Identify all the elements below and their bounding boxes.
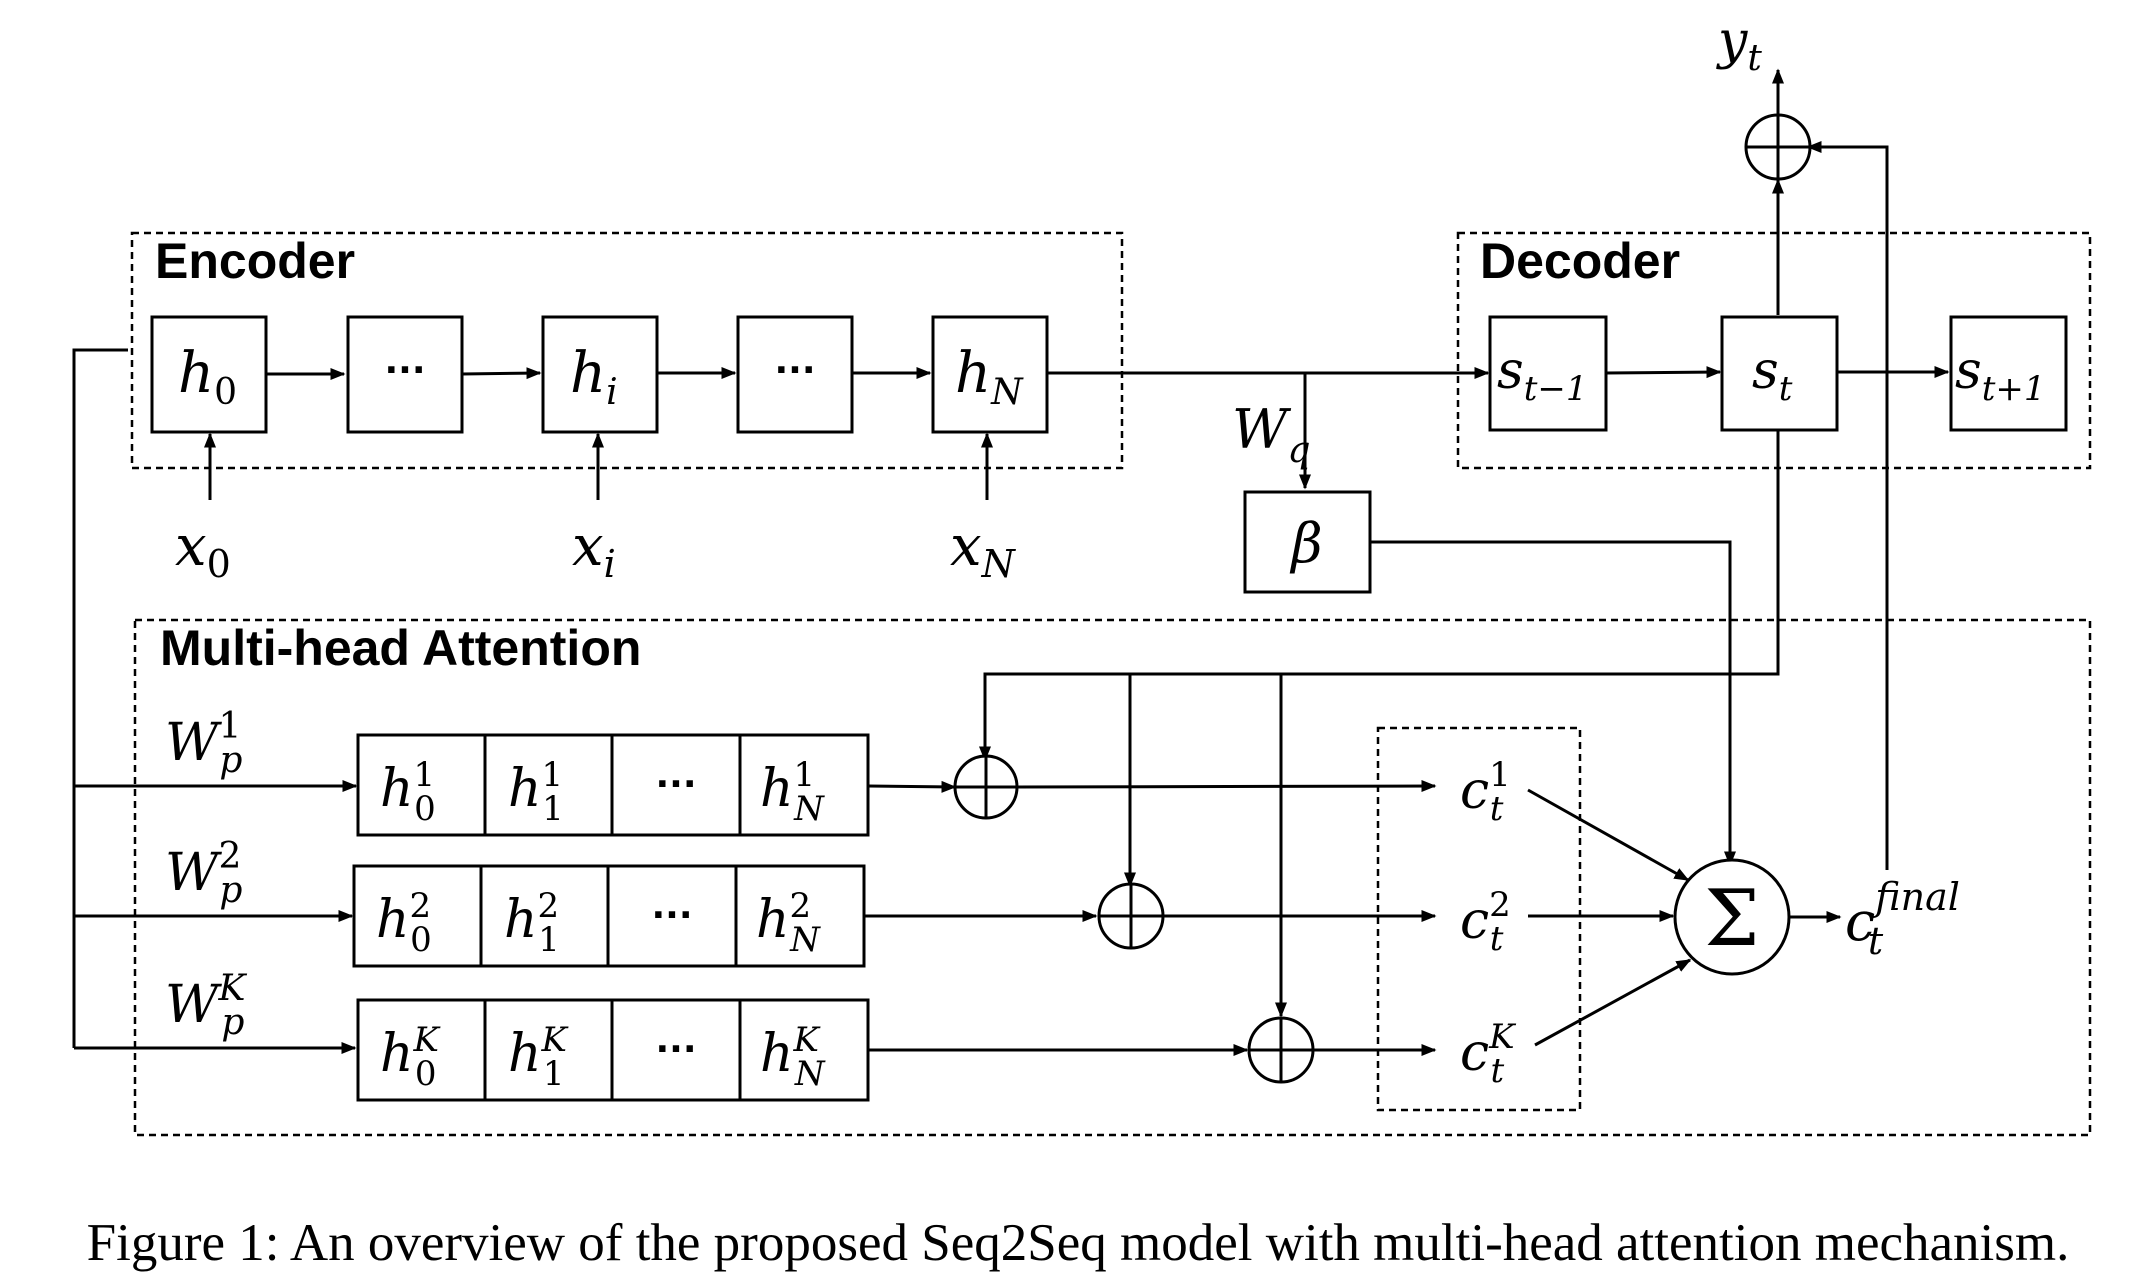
- attention-frame: [133, 618, 2092, 1137]
- context-group-frame: [1376, 726, 1582, 1112]
- beta-node: β: [1243, 490, 1372, 594]
- svg-text:···: ···: [655, 764, 696, 805]
- query-weight-label: Wq: [1232, 398, 1311, 471]
- sum-node: Σ: [1673, 858, 1791, 976]
- head-adder-K: [1247, 1016, 1315, 1084]
- head-adder-1: [953, 754, 1019, 820]
- decoder-s-t-node: st: [1720, 315, 1839, 432]
- decoder-s-prev-node: st−1: [1488, 315, 1608, 432]
- head-adder-2: [1097, 882, 1165, 950]
- svg-text:hN: hN: [955, 341, 1024, 413]
- svg-text:···: ···: [384, 350, 425, 391]
- svg-text:st−1: st−1: [1497, 341, 1587, 409]
- encoder-label: Encoder: [155, 233, 355, 289]
- decoder-label: Decoder: [1480, 233, 1680, 289]
- svg-text:hi: hi: [570, 341, 618, 413]
- svg-text:Σ: Σ: [1704, 874, 1759, 964]
- figure-caption: Figure 1: An overview of the proposed Se…: [87, 1214, 2070, 1272]
- svg-text:h0: h0: [178, 341, 237, 413]
- input-xi: xi: [572, 514, 616, 586]
- svg-text:···: ···: [655, 1029, 696, 1070]
- output-adder: [1744, 113, 1812, 181]
- svg-text:β: β: [1289, 512, 1322, 575]
- encoder-h0-node: h0: [150, 315, 268, 434]
- encoder-frame: [130, 231, 1124, 470]
- svg-text:st: st: [1752, 341, 1793, 409]
- input-x0: x0: [175, 514, 231, 586]
- svg-text:st+1: st+1: [1955, 341, 2045, 409]
- input-xN: xN: [950, 514, 1017, 586]
- decoder-frame: [1456, 231, 2092, 470]
- decoder-s-next-node: st+1: [1949, 315, 2068, 432]
- encoder-ellipsis-node-2: ···: [736, 315, 854, 434]
- attention-label: Multi-head Attention: [160, 620, 641, 676]
- encoder-hi-node: hi: [541, 315, 659, 434]
- svg-text:···: ···: [774, 350, 815, 391]
- encoder-ellipsis-node-1: ···: [346, 315, 464, 434]
- encoder-hN-node: hN: [931, 315, 1049, 434]
- output-y-label: yt: [1716, 11, 1762, 79]
- svg-text:···: ···: [651, 895, 692, 936]
